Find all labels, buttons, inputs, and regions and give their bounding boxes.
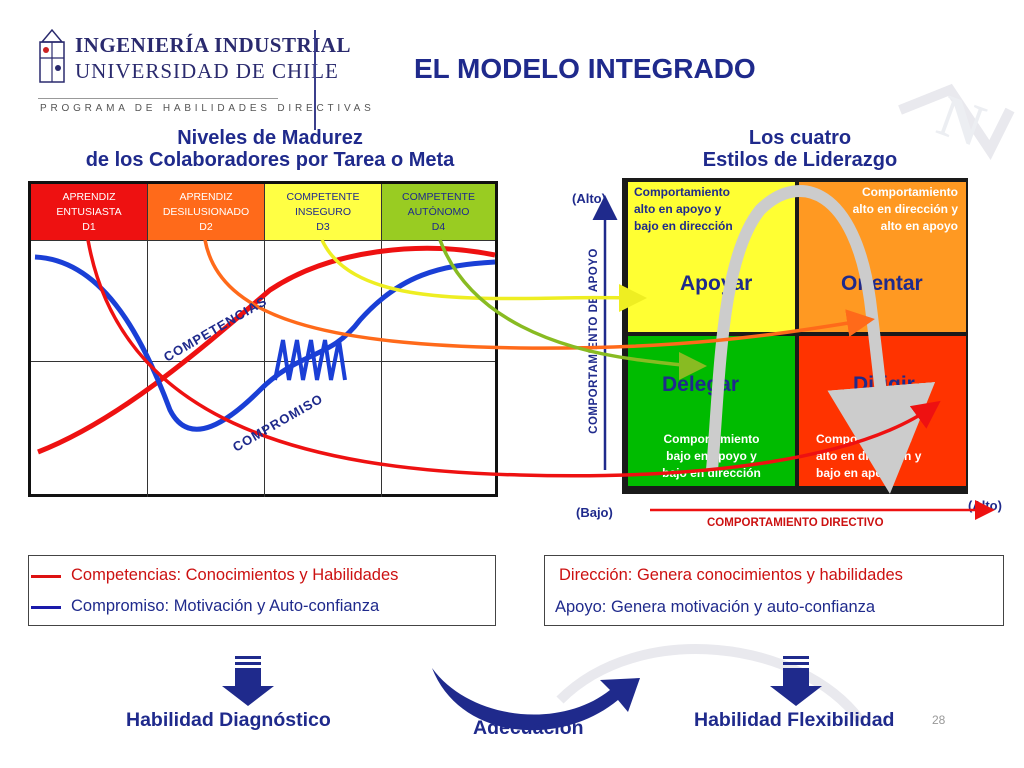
competencias-curve-label: COMPETENCIAS xyxy=(161,293,270,364)
legend-swatch-red xyxy=(31,575,61,578)
d1-arrow xyxy=(86,239,941,478)
maturity-level-line: DESILUSIONADO xyxy=(162,205,250,218)
desc-line: bajo en dirección xyxy=(662,466,761,480)
logo-line-ingenieria: INGENIERÍA INDUSTRIAL xyxy=(75,33,351,57)
compromiso-spring xyxy=(273,339,347,381)
legend-text-competencias: Competencias: Conocimientos y Habilidade… xyxy=(71,566,399,584)
university-seal-icon xyxy=(39,28,65,83)
desc-line: bajo en dirección xyxy=(634,219,733,233)
quadrant-apoyar-description: Comportamiento alto en apoyo y bajo en d… xyxy=(634,184,733,235)
maturity-level-line: D2 xyxy=(199,220,213,233)
maturity-level-line: COMPETENTE xyxy=(402,190,475,203)
leadership-heading: Los cuatro Estilos de Liderazgo xyxy=(650,127,950,171)
maturity-heading-line1: Niveles de Madurez xyxy=(177,127,363,149)
maturity-level-line: APRENDIZ xyxy=(179,190,233,203)
maturity-level-line: ENTUSIASTA xyxy=(56,205,122,218)
maturity-table: APRENDIZ ENTUSIASTA D1 APRENDIZ DESILUSI… xyxy=(28,181,498,497)
table-gridline xyxy=(147,241,148,497)
diagnostico-down-arrow-icon xyxy=(222,656,274,706)
table-gridline xyxy=(381,241,382,497)
logo-line-universidad: UNIVERSIDAD DE CHILE xyxy=(75,59,339,83)
desc-line: Comportamiento xyxy=(862,185,958,199)
legend-item-competencias: Competencias: Conocimientos y Habilidade… xyxy=(29,562,497,590)
desc-line: alto en apoyo xyxy=(880,219,958,233)
maturity-heading: Niveles de Madurez de los Colaboradores … xyxy=(40,127,500,171)
logo-divider xyxy=(38,98,278,99)
maturity-level-d4: COMPETENTE AUTÓNOMO D4 xyxy=(382,184,495,241)
axis-low-label: (Bajo) xyxy=(576,505,613,520)
desc-line: alto en dirección y xyxy=(852,202,958,216)
maturity-level-line: D3 xyxy=(316,220,330,233)
adecuacion-arrow-icon xyxy=(432,668,640,731)
page-title: EL MODELO INTEGRADO xyxy=(414,53,756,84)
page-number: 28 xyxy=(932,713,946,727)
legend-swatch-blue xyxy=(31,606,61,609)
maturity-level-d2: APRENDIZ DESILUSIONADO D2 xyxy=(148,184,265,241)
table-gridline xyxy=(31,361,495,362)
d4-arrow xyxy=(438,239,707,380)
maturity-level-line: APRENDIZ xyxy=(62,190,116,203)
leadership-heading-line2: Estilos de Liderazgo xyxy=(702,149,898,171)
maturity-level-d3: COMPETENTE INSEGURO D3 xyxy=(265,184,382,241)
maturity-level-line: D1 xyxy=(82,220,96,233)
quadrant-orientar-description: Comportamiento alto en dirección y alto … xyxy=(853,184,958,235)
definition-apoyo: Apoyo: Genera motivación y auto-confianz… xyxy=(555,598,876,616)
skill-diagnostico: Habilidad Diagnóstico xyxy=(126,709,331,731)
compromiso-curve-label: COMPROMISO xyxy=(230,391,326,455)
maturity-heading-line2: de los Colaboradores por Tarea o Meta xyxy=(85,149,455,171)
skill-flexibilidad: Habilidad Flexibilidad xyxy=(694,709,895,731)
d3-arrow xyxy=(320,239,647,312)
curve-legend: Competencias: Conocimientos y Habilidade… xyxy=(28,555,496,626)
flexibilidad-down-arrow-icon xyxy=(770,656,822,706)
table-gridline xyxy=(264,241,265,497)
definition-direccion: Dirección: Genera conocimientos y habili… xyxy=(559,566,903,584)
competencias-curve xyxy=(37,245,496,455)
axis-horizontal-label: COMPORTAMIENTO DIRECTIVO xyxy=(707,517,884,529)
legend-text-compromiso: Compromiso: Motivación y Auto-confianza xyxy=(71,597,380,615)
desc-line: alto en apoyo y xyxy=(634,202,722,216)
maturity-level-line: INSEGURO xyxy=(294,205,351,218)
maturity-level-line: AUTÓNOMO xyxy=(407,205,470,218)
behavior-definitions: Dirección: Genera conocimientos y habili… xyxy=(544,555,1004,626)
maturity-level-line: D4 xyxy=(431,220,446,233)
desc-line: Comportamiento xyxy=(634,185,730,199)
legend-item-compromiso: Compromiso: Motivación y Auto-confianza xyxy=(29,593,497,621)
skill-adecuacion: Adecuación xyxy=(473,717,584,739)
bell-curve-arrow xyxy=(706,185,936,494)
logo-line-programa: PROGRAMA DE HABILIDADES DIRECTIVAS xyxy=(40,103,375,114)
leadership-heading-line1: Los cuatro xyxy=(748,127,852,149)
d2-arrow xyxy=(203,239,875,350)
maturity-level-d1: APRENDIZ ENTUSIASTA D1 xyxy=(31,184,148,241)
header-divider xyxy=(314,30,316,130)
maturity-level-line: COMPETENTE xyxy=(286,190,360,203)
